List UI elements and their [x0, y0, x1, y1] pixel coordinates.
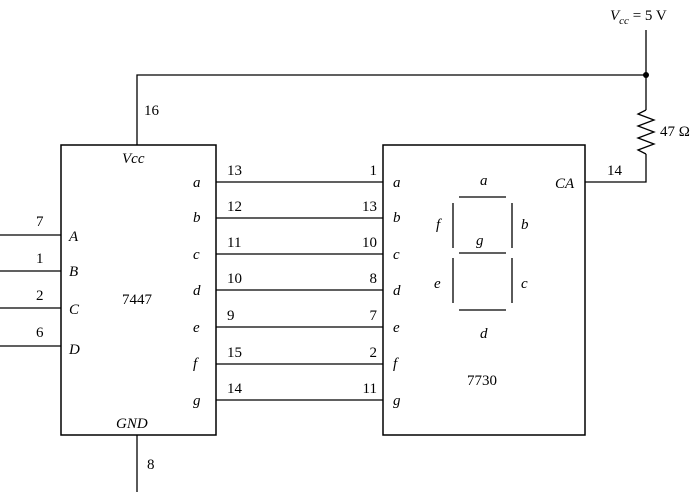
seven-segment-glyph: a b c d e f g	[434, 173, 529, 342]
decoder-gnd-pin: 8	[147, 457, 155, 473]
display-in-label-b: b	[393, 210, 401, 226]
segment-label-a: a	[480, 173, 488, 189]
input-label-a: A	[68, 229, 79, 245]
decoder-out-pin-b: 12	[227, 199, 242, 215]
input-pin-a: 7	[36, 214, 44, 230]
input-label-b: B	[69, 264, 78, 280]
display-in-label-g: g	[393, 393, 401, 409]
decoder-out-pin-c: 11	[227, 235, 241, 251]
top-rail-wire	[136, 74, 646, 145]
segment-wires	[216, 181, 383, 401]
display-in-pin-g: 11	[363, 381, 377, 397]
decoder-out-label-a: a	[193, 175, 201, 191]
display-in-pin-c: 10	[362, 235, 377, 251]
input-pin-c: 2	[36, 288, 44, 304]
display-name: 7730	[467, 373, 497, 389]
supply-suffix: = 5 V	[629, 8, 667, 24]
segment-label-d: d	[480, 326, 488, 342]
decoder-out-label-e: e	[193, 320, 200, 336]
display-in-pin-a: 1	[370, 163, 378, 179]
display-in-pin-b: 13	[362, 199, 377, 215]
decoder-out-pin-f: 15	[227, 345, 242, 361]
segment-label-c: c	[521, 276, 528, 292]
decoder-out-pin-g: 14	[227, 381, 243, 397]
display-in-pin-f: 2	[370, 345, 378, 361]
input-label-d: D	[68, 342, 80, 358]
resistor-value: 47 Ω	[660, 124, 690, 140]
junction-dot	[643, 72, 649, 78]
decoder-inputs: 7 1 2 6 A B C D	[0, 214, 80, 358]
decoder-vcc-pin: 16	[144, 103, 160, 119]
decoder-name: 7447	[122, 292, 153, 308]
decoder-out-label-g: g	[193, 393, 201, 409]
input-pin-d: 6	[36, 325, 44, 341]
display-input-labels: a b c d e f g	[393, 175, 401, 409]
input-label-c: C	[69, 302, 80, 318]
display-in-pin-d: 8	[370, 271, 378, 287]
decoder-out-pin-d: 10	[227, 271, 242, 287]
display-ca-pin: 14	[607, 163, 623, 179]
display-7730	[382, 144, 586, 436]
decoder-out-pin-a: 13	[227, 163, 242, 179]
decoder-output-labels: a b c d e f g	[193, 175, 201, 409]
decoder-out-label-d: d	[193, 283, 201, 299]
decoder-output-pins: 13 12 11 10 9 15 14	[227, 163, 243, 397]
supply-label: Vcc = 5 V	[610, 8, 667, 27]
input-pin-b: 1	[36, 251, 44, 267]
decoder-gnd-label: GND	[116, 416, 148, 432]
decoder-vcc-label: Vcc	[122, 151, 145, 167]
decoder-out-label-c: c	[193, 247, 200, 263]
segment-label-b: b	[521, 217, 529, 233]
decoder-out-pin-e: 9	[227, 308, 235, 324]
segment-label-e: e	[434, 276, 441, 292]
display-in-label-c: c	[393, 247, 400, 263]
supply-prefix: V	[610, 8, 621, 24]
decoder-out-label-b: b	[193, 210, 201, 226]
resistor	[636, 109, 656, 155]
display-in-label-e: e	[393, 320, 400, 336]
display-input-pins: 1 13 10 8 7 2 11	[362, 163, 378, 397]
display-in-label-d: d	[393, 283, 401, 299]
ca-wire	[585, 154, 647, 183]
supply-subscript: cc	[619, 15, 629, 27]
segment-label-f: f	[436, 217, 442, 233]
display-in-pin-e: 7	[370, 308, 378, 324]
display-in-label-a: a	[393, 175, 401, 191]
display-in-label-f: f	[393, 356, 399, 372]
decoder-out-label-f: f	[193, 356, 199, 372]
segment-label-g: g	[476, 233, 484, 249]
display-ca-label: CA	[555, 176, 575, 192]
